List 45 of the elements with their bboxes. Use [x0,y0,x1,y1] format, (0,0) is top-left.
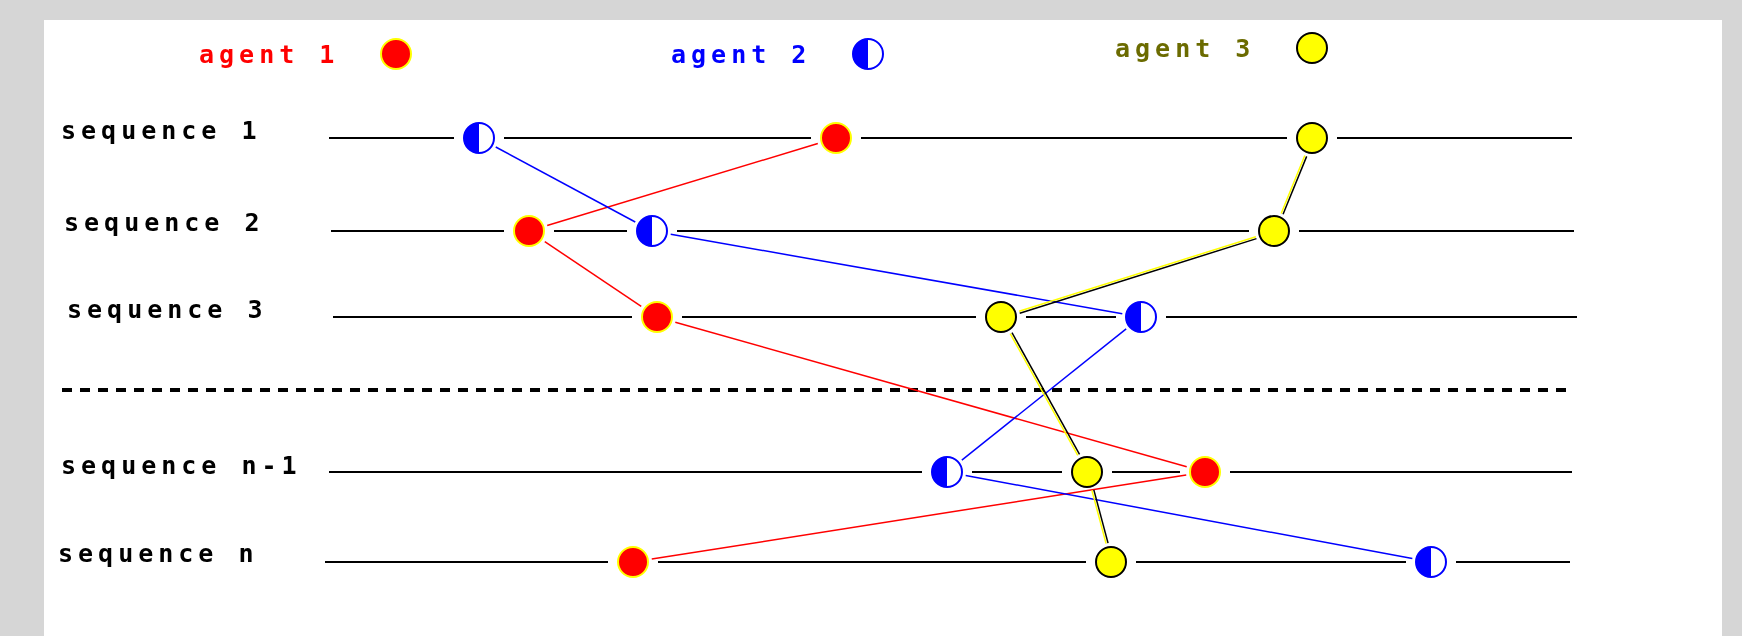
connector-line [1018,235,1257,313]
half-filled-circle-marker [1414,545,1448,579]
half-filled-circle-marker [1124,300,1158,334]
filled-circle-marker [1257,214,1291,248]
filled-circle-marker [616,545,650,579]
filled-circle-marker [819,121,853,155]
sequence-line [657,561,1087,563]
half-filled-circle-marker [462,121,496,155]
sequence-line [553,230,628,232]
connector-line [669,233,1124,315]
filled-circle-marker [1295,121,1329,155]
connector-line [495,146,636,223]
sequence-line [1025,316,1117,318]
sequence-line [503,137,812,139]
sequence-line [860,137,1288,139]
sequence-line [1111,471,1181,473]
sequence-line [681,316,977,318]
sequence-line [1135,561,1407,563]
filled-circle-marker [1094,545,1128,579]
sequence-label: sequence n [58,540,259,566]
sequence-label: sequence 3 [67,296,268,322]
filled-circle-marker [512,214,546,248]
sequence-label: sequence 2 [64,209,265,235]
sequence-line [676,230,1250,232]
filled-circle-marker [1070,455,1104,489]
filled-circle-marker [984,300,1018,334]
connector-line [961,328,1127,461]
filled-circle-marker [640,300,674,334]
legend-label: agent 1 [199,41,340,67]
connector-line [964,474,1414,560]
sequence-label: sequence 1 [61,117,262,143]
connector-line [1091,489,1107,545]
connector-line [651,474,1187,560]
legend-label: agent 3 [1115,35,1256,61]
connector-line [1280,154,1306,215]
filled-circle-marker [1188,455,1222,489]
half-filled-circle-marker [635,214,669,248]
sequence-line [971,471,1063,473]
connector-line [544,240,642,308]
half-filled-circle-marker [930,455,964,489]
legend-label: agent 2 [671,41,812,67]
connector-line [546,142,819,227]
connector-line [1009,332,1079,457]
sequence-label: sequence n-1 [61,452,302,478]
connector-line [674,321,1188,468]
